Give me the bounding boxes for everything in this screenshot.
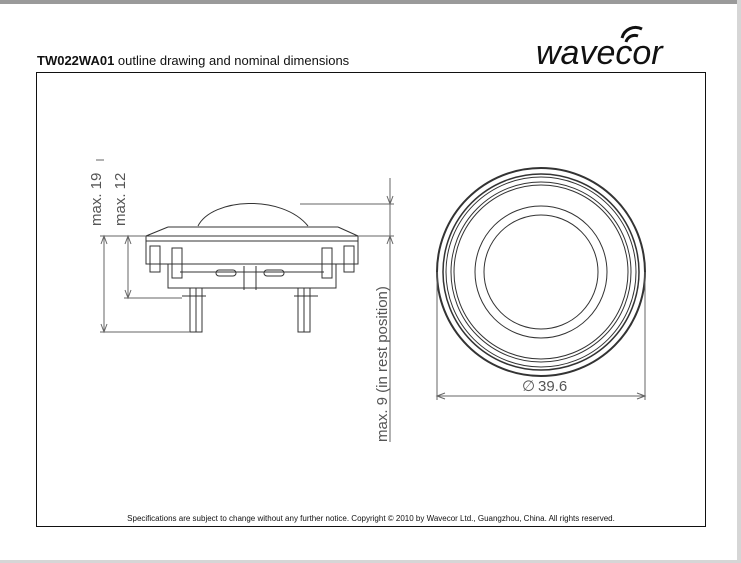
right-clip	[343, 245, 355, 273]
label-max-19: max. 19	[88, 173, 105, 226]
arrow-9-top	[386, 195, 394, 206]
left-clip-inner	[171, 247, 183, 279]
arrow-12-bottom	[124, 289, 132, 300]
logo-text: wavecor	[536, 34, 664, 72]
slot-left	[215, 269, 237, 277]
front-dome-outer	[474, 205, 608, 339]
right-edge	[737, 0, 741, 563]
top-bar	[0, 0, 741, 4]
logo-arc-large	[620, 25, 643, 39]
arrow-19-top	[100, 234, 108, 245]
front-ring-3	[445, 176, 637, 368]
faceplate	[145, 235, 359, 265]
arrow-19-bottom	[100, 323, 108, 334]
front-outer-ring	[436, 167, 646, 377]
arrow-9-bottom	[386, 234, 394, 245]
copyright-notice: Specifications are subject to change wit…	[127, 514, 615, 523]
arrow-dia-left	[435, 392, 446, 400]
logo-arc-small	[624, 33, 639, 43]
front-dome-inner	[483, 214, 599, 330]
faceplate-bevel	[145, 226, 359, 237]
slot-right	[263, 269, 285, 277]
right-clip-inner	[321, 247, 333, 279]
front-ring-2	[442, 173, 640, 371]
left-clip	[149, 245, 161, 273]
wavecor-logo: wavecor	[536, 25, 664, 72]
bottom-edge	[0, 560, 741, 563]
title-text: outline drawing and nominal dimensions	[114, 53, 350, 68]
front-ring-4	[450, 181, 632, 363]
front-ring-5	[453, 184, 629, 360]
drawing-frame	[36, 72, 706, 527]
dome-outline	[197, 203, 309, 227]
label-max-9: max. 9 (in rest position)	[374, 286, 391, 442]
model-number: TW022WA01	[37, 53, 115, 68]
label-max-12: max. 12	[112, 173, 129, 226]
motor-body	[167, 263, 337, 289]
arrow-12-top	[124, 234, 132, 245]
page-title: TW022WA01 outline drawing and nominal di…	[37, 53, 349, 68]
label-diameter: 39.6	[538, 378, 567, 395]
diameter-symbol: ∅	[522, 378, 535, 395]
arrow-dia-right	[636, 392, 647, 400]
